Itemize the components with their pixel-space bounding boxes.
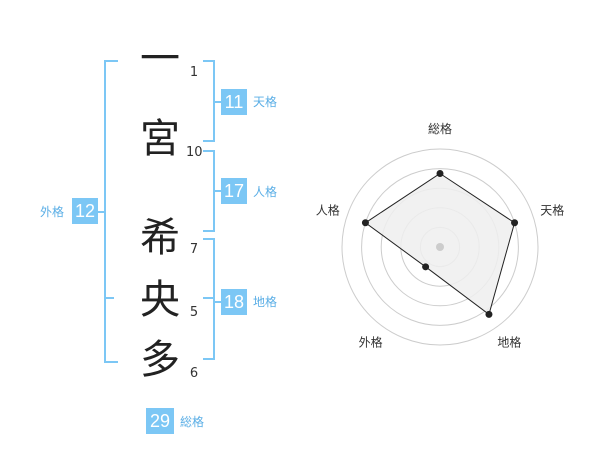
name-char-2: 宮 bbox=[140, 116, 180, 162]
chikaku-connector bbox=[215, 301, 221, 303]
gaikaku-label: 外格 bbox=[40, 205, 65, 219]
stroke-count-1: 1 bbox=[189, 65, 199, 80]
tenkaku-bracket bbox=[203, 60, 215, 142]
radar-center-dot bbox=[436, 243, 444, 251]
jinkaku-label: 人格 bbox=[253, 185, 278, 199]
radar-ring bbox=[361, 168, 519, 326]
soukaku-label: 総格 bbox=[180, 415, 205, 429]
stroke-count-2: 10 bbox=[186, 145, 203, 160]
chikaku-bracket bbox=[203, 238, 215, 360]
gaikaku-badge: 12 bbox=[72, 198, 98, 224]
chikaku-bracket-tick bbox=[203, 297, 213, 299]
jinkaku-badge: 17 bbox=[221, 178, 247, 204]
tenkaku-label: 天格 bbox=[253, 95, 278, 109]
radar-axis-label-3: 地格 bbox=[497, 334, 521, 349]
radar-axis-label-5: 人格 bbox=[316, 203, 340, 218]
jinkaku-bracket bbox=[203, 150, 215, 232]
name-char-4: 央 bbox=[140, 277, 180, 323]
radar-axis-label-4: 外格 bbox=[359, 334, 383, 349]
radar-point-5 bbox=[361, 219, 369, 227]
radar-point-2 bbox=[511, 219, 519, 227]
radar-axis-label-2: 天格 bbox=[540, 203, 564, 218]
name-char-3: 希 bbox=[140, 215, 180, 261]
jinkaku-connector bbox=[215, 190, 221, 192]
radar-point-4 bbox=[422, 263, 430, 271]
chikaku-label: 地格 bbox=[253, 295, 278, 309]
name-char-1: 一 bbox=[140, 36, 180, 82]
chikaku-badge: 18 bbox=[221, 289, 247, 315]
radar-point-3 bbox=[485, 310, 493, 318]
name-char-5: 多 bbox=[140, 337, 180, 383]
tenkaku-connector bbox=[215, 101, 221, 103]
radar-axis-label-1: 総格 bbox=[428, 121, 452, 136]
gaikaku-connector bbox=[98, 211, 104, 213]
radar-ring bbox=[341, 148, 539, 346]
radar-point-1 bbox=[436, 170, 444, 177]
stroke-count-3: 7 bbox=[189, 242, 199, 257]
tenkaku-badge: 11 bbox=[221, 89, 247, 115]
gaikaku-bracket bbox=[104, 60, 118, 363]
radar-points bbox=[361, 170, 519, 318]
gaikaku-bracket-tick bbox=[106, 297, 114, 299]
soukaku-badge: 29 bbox=[146, 408, 174, 434]
stroke-count-4: 5 bbox=[189, 305, 199, 320]
stroke-count-5: 6 bbox=[189, 366, 199, 381]
